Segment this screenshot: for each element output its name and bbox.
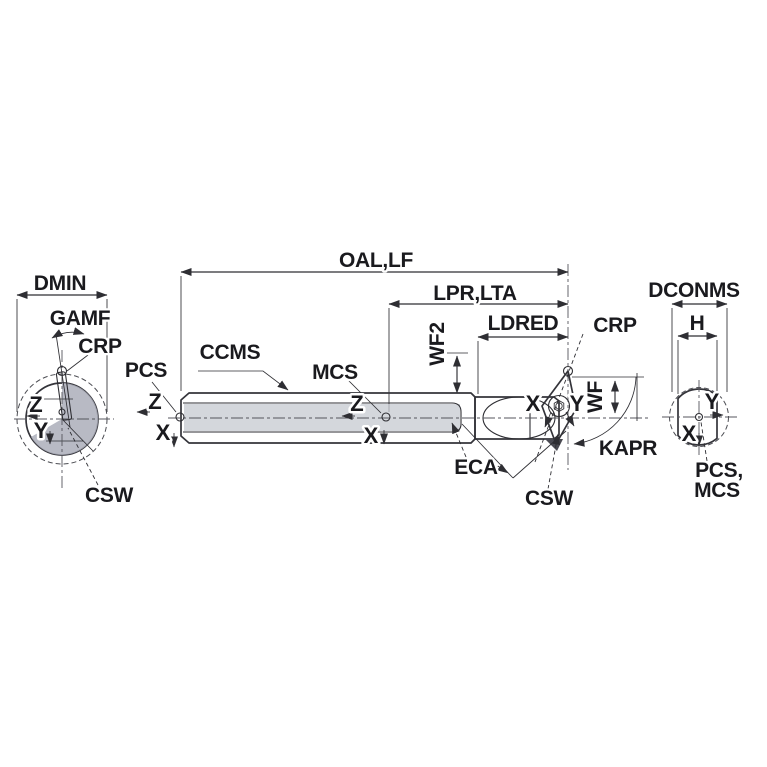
mcs-leader [348,380,382,414]
x-axis-label-tip: X [526,391,541,416]
x-axis-label-right-view: X [682,421,697,446]
mcs-point [381,412,391,422]
bar-cylinder-highlight [184,404,460,431]
csw-label-left: CSW [85,484,134,507]
h-label: H [690,312,705,335]
boring-bar-body [180,392,476,444]
eca-leader-1 [451,422,467,458]
crp-point-main [562,365,574,377]
eca-line-right [512,430,567,479]
pcs-mcs-label-line1: PCS, [695,459,743,482]
pcs-label: PCS [125,359,168,382]
gamf-label: GAMF [50,307,111,330]
x-axis-label-pcs: X [156,420,171,445]
z-axis-label-left-view: Z [29,392,42,417]
dmin-label: DMIN [34,272,86,295]
y-axis-label-tip: Y [570,391,585,416]
pocket-diagonal-line [61,418,94,452]
left-axis-origin [58,408,66,416]
oal-label: OAL,LF [339,249,413,272]
crp-label-left: CRP [78,335,122,358]
eca-label: ECA [454,456,498,479]
right-end-view: DCONMS H Y X PCS, MCS [646,277,745,505]
lpr-label: LPR,LTA [433,282,517,305]
crp-leader-left [66,354,89,372]
shank-cross-section [677,388,718,446]
x-axis-arrow-tip [544,411,553,428]
z-axis-label-pcs: Z [148,389,161,414]
insert-side-silhouette [55,371,73,421]
ccms-label: CCMS [200,341,261,364]
dconms-label: DCONMS [648,279,740,302]
crp-leader-main [534,333,584,463]
left-end-view: DMIN GAMF CRP Z Y CSW [14,270,136,509]
y-axis-label-right-view: Y [705,389,720,414]
main-side-view: OAL,LF LPR,LTA LDRED WF2 WF CCMS MCS PCS… [123,247,660,513]
insert-axis-line [55,333,71,428]
ccms-leader [198,370,289,391]
crp-point-left [56,365,68,377]
pcs-mcs-leader [700,421,708,462]
kapr-label: KAPR [599,437,657,460]
gamf-angle-arc [51,327,85,339]
crp-label-main: CRP [593,314,637,337]
mcs-label: MCS [312,361,358,384]
x-axis-label-mcs: X [364,423,379,448]
kapr-angle-arc [573,376,637,447]
eca-leader-2 [491,461,509,474]
ldred-label: LDRED [488,312,559,335]
pcs-leader [151,381,177,413]
insert-screw [547,394,571,418]
y-axis-label-left-view: Y [34,418,49,443]
csw-leader-main [547,433,561,490]
y-axis-arrow-tip [565,411,575,427]
wf-label: WF [584,381,607,414]
screw-center [555,402,563,410]
z-axis-label-mcs: Z [350,391,363,416]
wf2-label: WF2 [426,322,449,365]
pcs-mcs-label-line2: MCS [694,479,740,502]
pcs-point [175,412,185,422]
pcs-mcs-origin [694,412,704,422]
csw-label-main: CSW [525,487,574,510]
screw-torx-socket [553,400,565,412]
csw-leader-left [67,427,99,486]
